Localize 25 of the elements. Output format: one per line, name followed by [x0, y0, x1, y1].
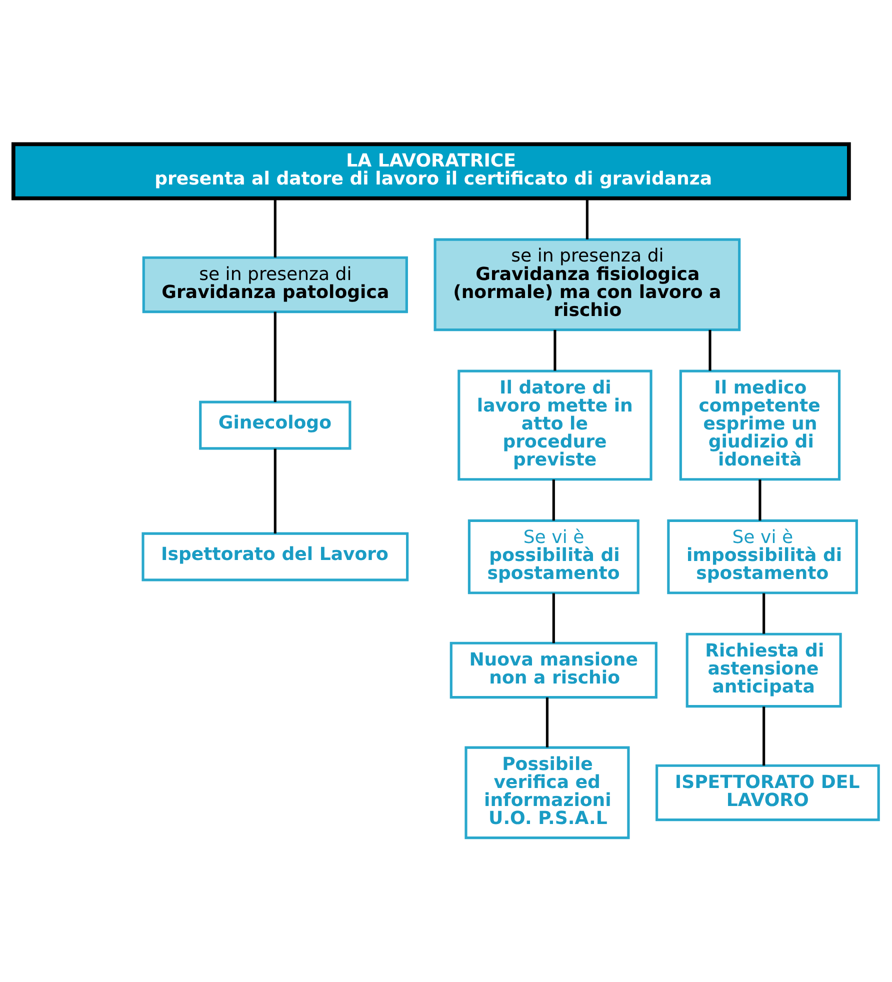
- node-box: Il datore di lavoro mette in atto le procedure previste: [458, 370, 652, 481]
- node-box: ISPETTORATO DEL LAVORO: [656, 764, 880, 822]
- connector: [274, 198, 276, 258]
- node-box: Il medico competente esprime un giudizio di idoneità: [679, 370, 841, 481]
- connector: [758, 480, 762, 521]
- node-box: Ginecologo: [199, 400, 352, 450]
- node-box: se in presenza di Gravidanza fisiologica (normale) ma con lavoro a rischio: [434, 238, 741, 332]
- connector: [586, 198, 588, 240]
- connector: [546, 697, 548, 748]
- node-box: Possibile verifica ed informazioni U.O. P.S.A.L: [464, 746, 630, 840]
- connector: [554, 330, 556, 371]
- connector: [552, 480, 555, 521]
- connector: [274, 448, 276, 534]
- node-box: LA LAVORATRICE presenta al datore di lavoro il certificato di gravidanza: [11, 142, 851, 200]
- node-box: Richiesta di astensione anticipata: [686, 632, 842, 708]
- connector: [708, 330, 712, 371]
- connector: [762, 593, 766, 634]
- connector: [762, 706, 766, 766]
- node-box: Ispettorato del Lavoro: [142, 532, 409, 582]
- connector: [274, 312, 276, 402]
- connector: [552, 593, 555, 644]
- node-box: Se vi è possibilità di spostamento: [468, 519, 640, 594]
- node-box: se in presenza di Gravidanza patologica: [142, 256, 408, 314]
- node-box: Nuova mansione non a rischio: [450, 642, 658, 699]
- node-box: Se vi è impossibilità di spostamento: [667, 519, 858, 594]
